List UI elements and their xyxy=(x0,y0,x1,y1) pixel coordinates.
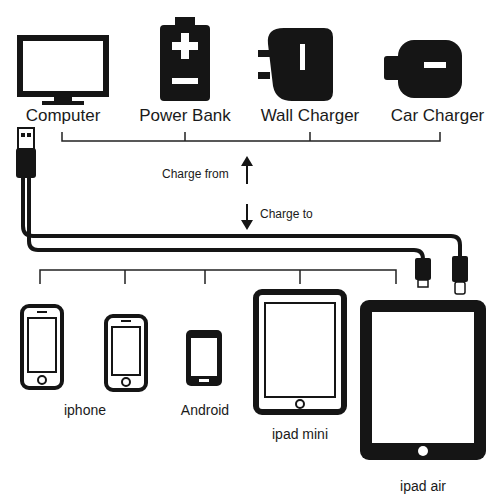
usb-slot xyxy=(300,44,305,70)
down-arrow-head xyxy=(241,220,253,230)
plug-prong xyxy=(258,50,270,57)
phone-screen xyxy=(191,338,217,376)
power-bank-icon xyxy=(160,17,210,101)
device-label: Power Bank xyxy=(135,106,235,126)
tablet-icon xyxy=(360,300,486,460)
lightning-body xyxy=(452,256,468,282)
up-arrow-head xyxy=(241,156,253,166)
charger-body xyxy=(398,40,462,98)
home-button xyxy=(38,376,46,384)
lightning-tip xyxy=(455,282,465,294)
device-node: iphone xyxy=(20,302,150,422)
source-bracket xyxy=(62,132,440,141)
device-node: Power Bank xyxy=(135,12,235,128)
device-node: Wall Charger xyxy=(252,24,368,128)
phone-screen xyxy=(112,327,140,375)
phone-frame xyxy=(22,306,62,388)
device-label: iphone xyxy=(20,400,150,420)
tablet-screen xyxy=(372,312,474,443)
wall-charger-icon xyxy=(258,28,333,101)
up-arrow xyxy=(246,164,248,184)
device-label: ipad air xyxy=(356,476,490,496)
device-node: Car Charger xyxy=(380,34,495,128)
car-charger-icon xyxy=(384,40,462,98)
device-label: Android xyxy=(168,400,242,420)
usb-plug-hole xyxy=(21,133,25,137)
phone-frame xyxy=(106,316,146,390)
tablet-frame xyxy=(360,300,486,460)
monitor-frame xyxy=(20,38,106,94)
micro-usb-body xyxy=(415,258,431,280)
micro-usb-tip xyxy=(418,280,428,287)
phone-icon xyxy=(106,316,146,390)
tablet-icon xyxy=(256,292,344,412)
tablet-screen xyxy=(265,303,335,397)
phone-frame xyxy=(186,330,222,386)
battery-terminal xyxy=(175,17,195,26)
usb-plug-hole xyxy=(27,133,31,137)
home-button xyxy=(418,446,428,456)
flow-label: Charge from xyxy=(162,167,229,181)
home-button xyxy=(296,400,304,408)
plug-prong xyxy=(258,72,270,79)
cable-wire xyxy=(29,178,423,262)
cable-wire xyxy=(23,178,460,258)
usb-plug-metal xyxy=(18,128,34,149)
device-node: ipad mini xyxy=(252,288,348,448)
device-label: Wall Charger xyxy=(252,106,368,126)
minus-sign xyxy=(172,78,198,84)
home-button xyxy=(199,379,209,382)
device-label: ipad mini xyxy=(252,424,348,444)
device-bracket xyxy=(40,270,396,284)
flow-label: Charge to xyxy=(260,207,313,221)
android-phone-icon xyxy=(186,330,222,386)
phone-speaker xyxy=(121,320,131,322)
home-button xyxy=(122,378,130,386)
usb-plug-body xyxy=(16,148,36,178)
device-label: Computer xyxy=(10,106,116,126)
tablet-frame xyxy=(256,292,344,412)
device-node: Computer xyxy=(10,30,116,128)
phone-icon xyxy=(22,306,62,388)
monitor-base xyxy=(42,101,84,105)
minus-sign xyxy=(424,62,446,68)
plus-sign xyxy=(181,33,189,59)
usb-cable xyxy=(16,128,468,294)
battery-body xyxy=(160,25,210,101)
computer-icon xyxy=(20,38,106,105)
phone-screen xyxy=(28,318,56,372)
device-node: Android xyxy=(168,326,242,422)
device-node: ipad air xyxy=(356,296,490,498)
phone-speaker xyxy=(37,311,47,313)
down-arrow xyxy=(246,204,248,222)
charger-body xyxy=(268,28,333,101)
device-label: Car Charger xyxy=(380,106,495,126)
